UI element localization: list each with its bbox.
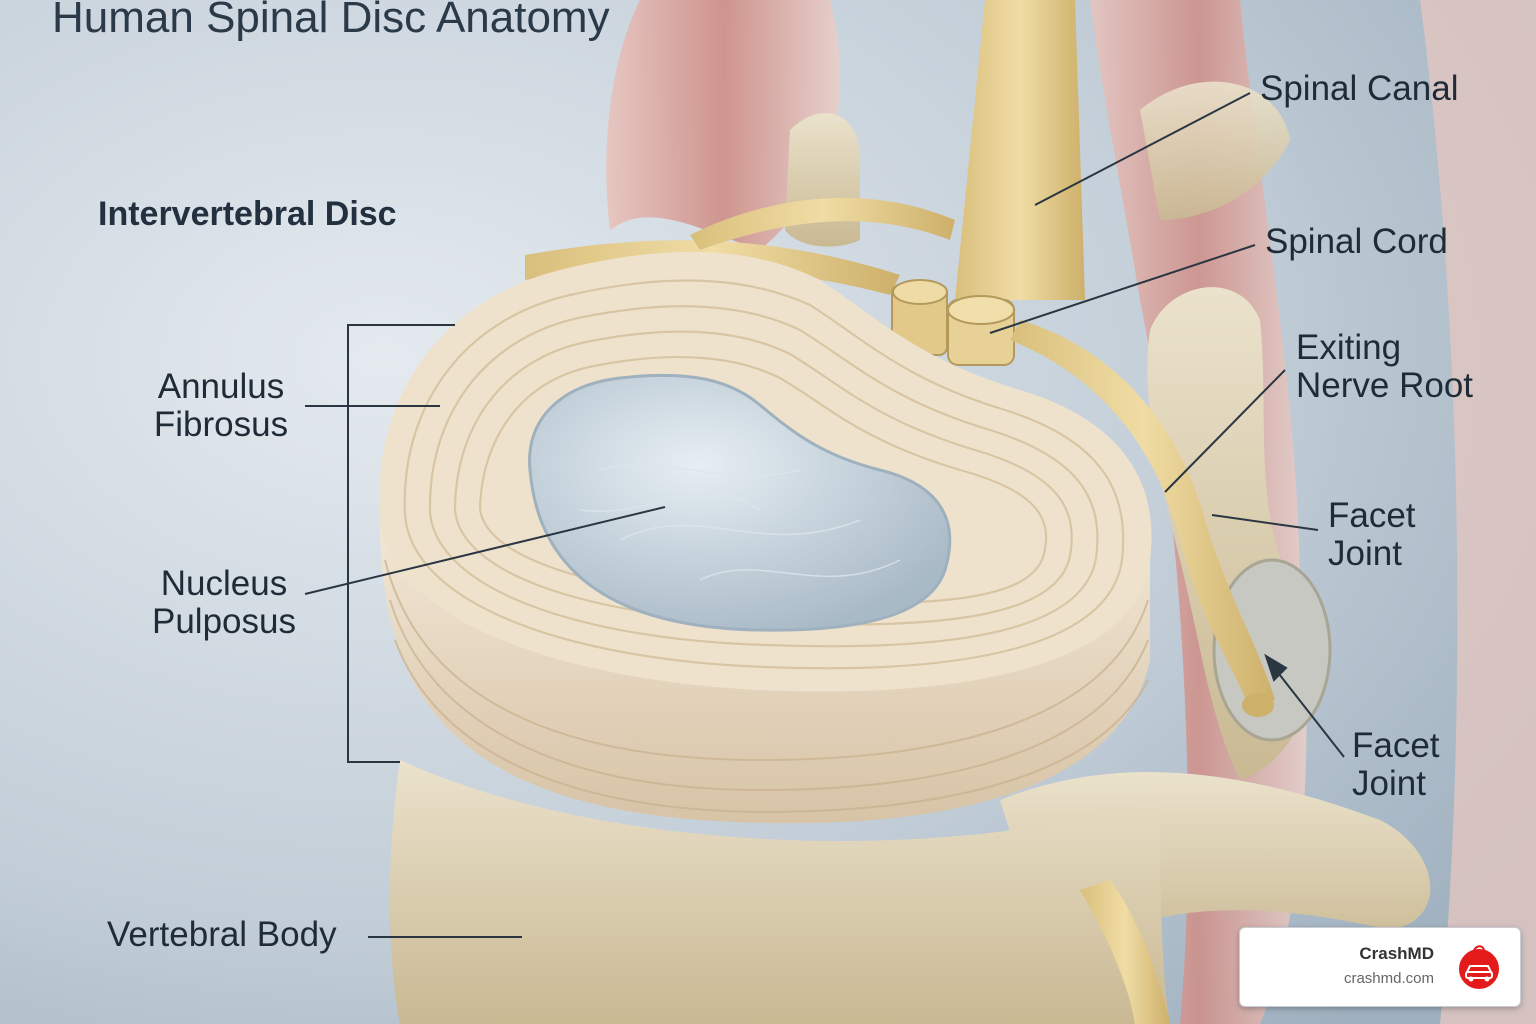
nerve-branches-upper <box>690 197 955 250</box>
label-nucleus-pulposus: Nucleus Pulposus <box>134 565 314 641</box>
annulus-rings <box>403 279 1125 670</box>
label-facet-upper-line2: Joint <box>1328 533 1402 573</box>
disc-side-wall <box>380 520 1150 824</box>
exiting-nerve-root <box>1010 320 1275 710</box>
car-crash-icon <box>1457 945 1501 991</box>
label-exiting-line2: Nerve Root <box>1296 365 1474 405</box>
bracket <box>347 324 455 763</box>
badge-brand: CrashMD <box>1359 944 1434 963</box>
muscle-left <box>606 0 841 250</box>
disc-side-fibers <box>384 559 1149 814</box>
label-spinal-canal: Spinal Canal <box>1260 69 1459 108</box>
facet-bone-upper <box>1140 81 1290 221</box>
nucleus-fibers <box>579 463 901 581</box>
label-facet-lower-line1: Facet <box>1352 726 1440 765</box>
label-nucleus-line1: Nucleus <box>160 564 288 603</box>
badge-url[interactable]: crashmd.com <box>1343 970 1434 987</box>
label-spinal-cord: Spinal Cord <box>1265 222 1448 261</box>
nucleus-pulposus <box>528 373 952 632</box>
label-exiting-line1: Exiting <box>1296 328 1402 367</box>
arrowhead <box>1264 653 1288 682</box>
label-facet-joint-lower: Facet Joint <box>1352 727 1440 803</box>
facet-joint-surface <box>1212 558 1332 742</box>
label-nucleus-line2: Pulposus <box>152 601 296 641</box>
label-vertebral-body: Vertebral Body <box>107 915 337 954</box>
label-annulus-line1: Annulus <box>157 367 285 406</box>
vertebral-body <box>389 760 1170 1024</box>
label-annulus-fibrosus: Annulus Fibrosus <box>146 368 296 444</box>
label-facet-upper-line1: Facet <box>1328 496 1416 535</box>
section-heading: Intervertebral Disc <box>98 195 397 233</box>
lower-nerve <box>1080 880 1170 1024</box>
nerve-root-end <box>1242 693 1274 717</box>
diagram-title: Human Spinal Disc Anatomy <box>52 0 610 42</box>
label-annulus-line2: Fibrosus <box>153 404 289 444</box>
label-facet-joint-upper: Facet Joint <box>1328 497 1416 573</box>
label-facet-lower-line2: Joint <box>1352 763 1426 803</box>
spinal-canal-tube <box>955 0 1085 300</box>
leader-lines <box>304 92 1345 938</box>
muscle-far-right <box>1420 0 1536 1024</box>
label-exiting-nerve-root: Exiting Nerve Root <box>1296 329 1473 405</box>
spinous-process-upper <box>785 113 860 247</box>
crashmd-badge[interactable]: CrashMD crashmd.com <box>1239 927 1521 1007</box>
